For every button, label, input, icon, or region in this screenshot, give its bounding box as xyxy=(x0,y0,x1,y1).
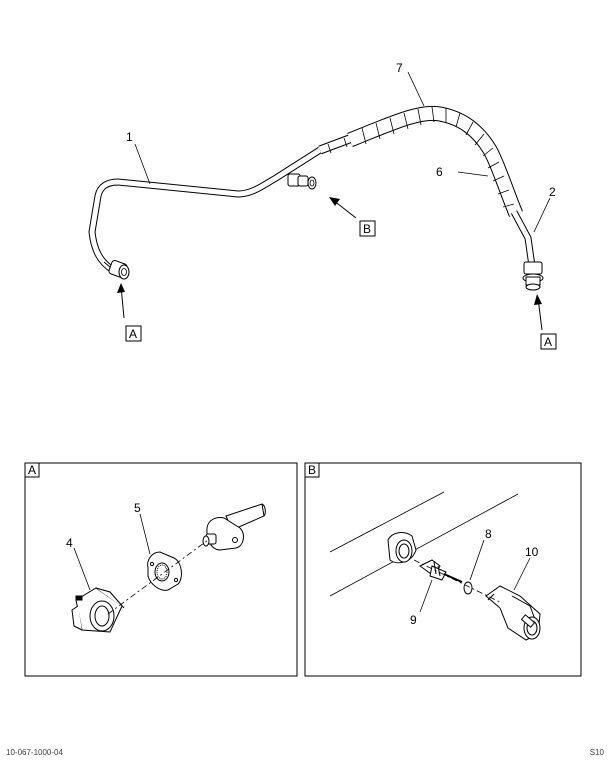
right-fitting xyxy=(522,261,544,291)
mid-tee-fitting xyxy=(287,173,317,190)
detail-panel-a: A xyxy=(24,462,298,677)
callout-8: 8 xyxy=(485,527,492,541)
callout-leaders-main xyxy=(134,71,551,233)
o-ring-8 xyxy=(463,581,473,595)
rail-lines xyxy=(329,491,519,597)
left-fitting xyxy=(103,260,130,280)
callout-6: 6 xyxy=(436,165,443,179)
port-4 xyxy=(71,587,125,633)
callout-10: 10 xyxy=(525,545,539,559)
view-ref-a-right: A xyxy=(534,294,557,350)
callout-4: 4 xyxy=(66,536,73,550)
tube-2 xyxy=(510,210,536,267)
view-ref-b-mid: B xyxy=(329,197,376,237)
connector-sleeve xyxy=(318,133,354,155)
callout-1: 1 xyxy=(126,130,133,144)
view-ref-b-mid-label: B xyxy=(363,222,371,236)
view-ref-a-left: A xyxy=(117,283,142,342)
footer-sheet-code: S10 xyxy=(589,748,604,757)
footer-document-number: 10-067-1000-04 xyxy=(6,748,63,757)
sheath-7 xyxy=(347,105,523,217)
detail-panel-a-label: A xyxy=(28,463,36,477)
fuel-line-assembly xyxy=(88,105,544,291)
callout-5: 5 xyxy=(134,501,141,515)
gasket-5 xyxy=(147,551,182,591)
callout-2: 2 xyxy=(549,185,556,199)
rail-boss xyxy=(387,532,417,564)
callout-9: 9 xyxy=(410,613,417,627)
axis-line-a xyxy=(107,539,209,615)
axis-line-b xyxy=(413,559,501,603)
callout-7: 7 xyxy=(396,61,403,75)
view-ref-a-left-label: A xyxy=(129,327,137,341)
detail-panel-b: B xyxy=(304,462,582,677)
view-ref-a-right-label: A xyxy=(544,335,552,349)
tube-1 xyxy=(88,147,322,273)
sensor-10 xyxy=(485,585,541,641)
detail-panel-b-label: B xyxy=(308,463,316,477)
